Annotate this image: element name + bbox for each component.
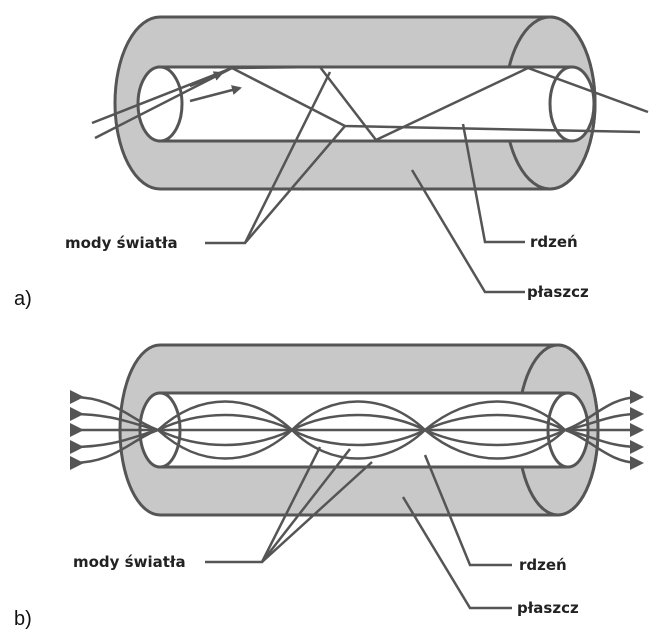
leader-cladding-b: [401, 496, 512, 610]
fiber-b: [70, 343, 644, 610]
leader-core-b: [423, 454, 512, 567]
leader-cladding-a: [410, 169, 525, 294]
core-a: [158, 67, 572, 141]
light-ray-arrow-a2: [189, 85, 242, 103]
label-modes-a: mody światła: [65, 234, 178, 252]
fiber-a: [91, 15, 649, 294]
arrowheads-in-b: [70, 390, 84, 470]
leader-modes-b-3: [261, 461, 373, 563]
label-core-a: rdzeń: [530, 233, 578, 251]
leader-modes-b-2: [261, 448, 351, 563]
label-modes-b: mody światła: [73, 553, 186, 571]
light-ray-arrow-a1: [189, 71, 224, 88]
label-core-b: rdzeń: [519, 556, 567, 574]
panel-label-a: a): [14, 288, 32, 310]
light-modes-b: [71, 395, 641, 465]
label-cladding-b: płaszcz: [517, 599, 579, 617]
label-cladding-a: płaszcz: [527, 283, 589, 301]
leader-core-a: [461, 123, 525, 244]
arrowheads-out-b: [630, 390, 644, 470]
leader-modes-a-2: [243, 71, 332, 244]
core-a-right-face: [548, 65, 596, 143]
light-ray-a2: [94, 66, 641, 140]
panel-label-b: b): [14, 608, 32, 630]
